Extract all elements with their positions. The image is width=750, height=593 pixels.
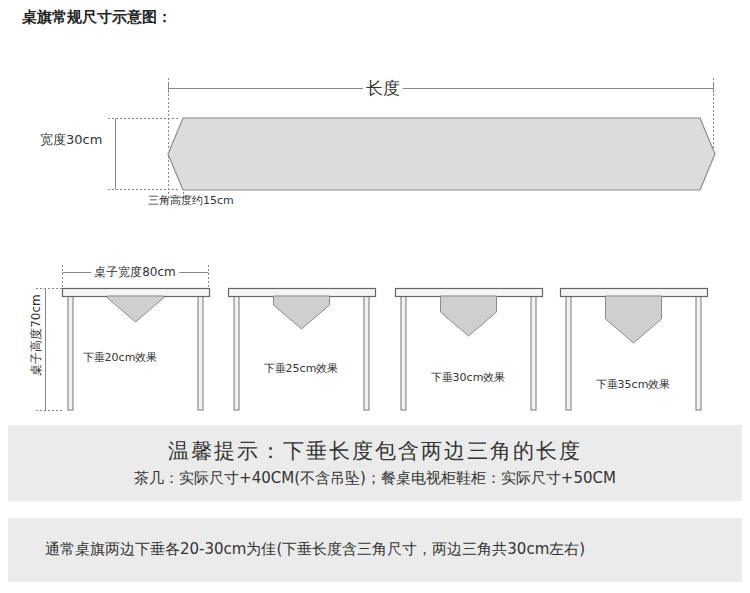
dimension-label: 宽度30cm bbox=[40, 132, 102, 148]
dimension-label: 长度 bbox=[363, 78, 403, 98]
runner-drop bbox=[441, 296, 497, 336]
table bbox=[561, 289, 708, 411]
effect-label: 下垂35cm效果 bbox=[596, 378, 671, 391]
effect-label: 下垂30cm效果 bbox=[431, 371, 506, 384]
notice-band: 温馨提示：下垂长度包含两边三角的长度茶几：实际尺寸+40CM(不含吊坠)；餐桌电… bbox=[8, 425, 742, 501]
notice-text: 通常桌旗两边下垂各20-30cm为佳(下垂长度含三角尺寸，两边三角共30cm左右… bbox=[45, 540, 585, 560]
table bbox=[63, 289, 210, 411]
runner-drop bbox=[606, 296, 662, 343]
triangle-dimension bbox=[169, 156, 184, 199]
effect-label: 下垂25cm效果 bbox=[264, 362, 339, 375]
dimension-label: 桌子高度70cm bbox=[29, 291, 43, 379]
runner-drop bbox=[108, 296, 164, 322]
width-dimension bbox=[108, 119, 178, 190]
title: 桌旗常规尺寸示意图： bbox=[22, 8, 172, 26]
runner-drop bbox=[274, 296, 330, 329]
table-runner bbox=[168, 118, 715, 190]
effect-label: 下垂20cm效果 bbox=[83, 351, 158, 364]
table bbox=[396, 289, 543, 411]
notice-heading: 温馨提示：下垂长度包含两边三角的长度 bbox=[168, 438, 582, 465]
table-dimension bbox=[36, 265, 209, 411]
length-dimension bbox=[169, 78, 714, 150]
notice-band: 通常桌旗两边下垂各20-30cm为佳(下垂长度含三角尺寸，两边三角共30cm左右… bbox=[8, 518, 742, 582]
notice-text: 茶几：实际尺寸+40CM(不含吊坠)；餐桌电视柜鞋柜：实际尺寸+50CM bbox=[134, 469, 616, 489]
table bbox=[229, 289, 376, 411]
dimension-label: 桌子宽度80cm bbox=[91, 265, 179, 279]
dimension-label: 三角高度约15cm bbox=[148, 194, 234, 207]
tables bbox=[63, 289, 708, 411]
